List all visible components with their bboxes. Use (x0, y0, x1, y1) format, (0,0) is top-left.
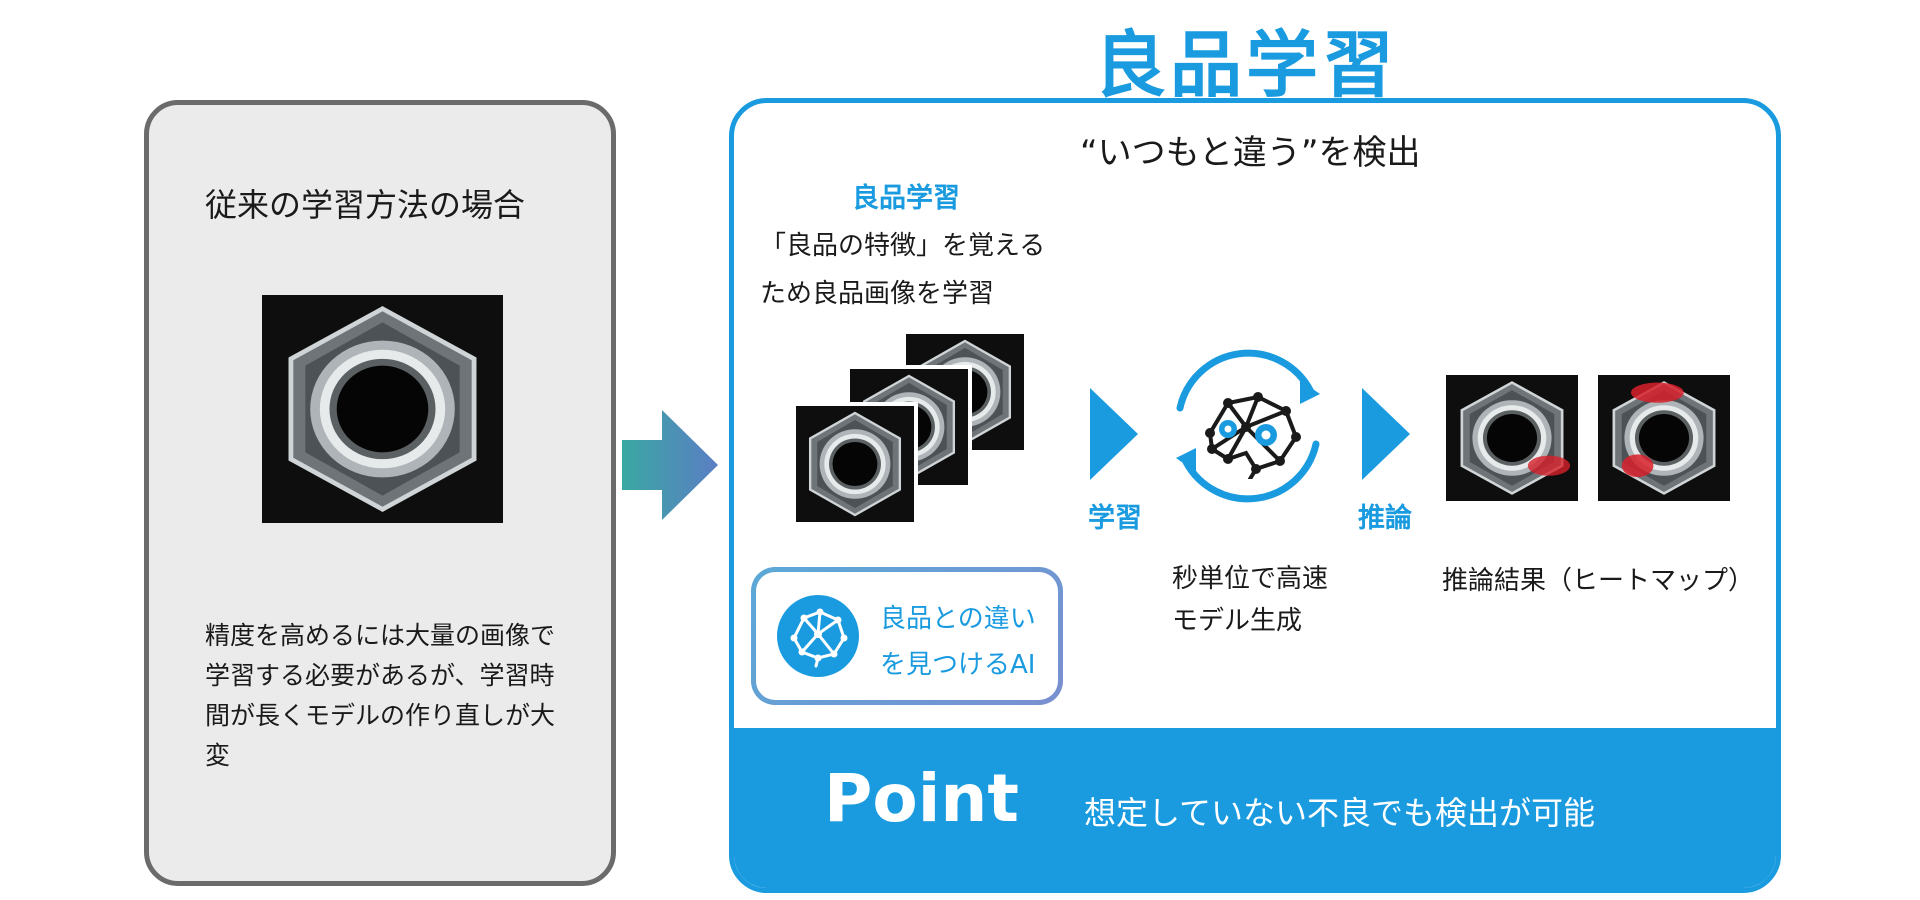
ai-badge-inner: 良品との違い を見つけるAI (756, 572, 1058, 700)
badge-line: を見つけるAI (880, 650, 1036, 680)
nut-image (262, 295, 503, 523)
detect-heading: “いつもと違う”を検出 (1080, 133, 1421, 173)
caption-line: 秒単位で高速 (1172, 564, 1329, 594)
inference-result-caption: 推論結果（ヒートマップ） (1442, 566, 1755, 596)
conventional-heading: 従来の学習方法の場合 (205, 186, 526, 224)
model-generation-caption: 秒単位で高速 モデル生成 (1172, 558, 1328, 642)
good-learning-subtitle: 良品学習 (852, 183, 960, 214)
main-title: 良品学習 (1093, 23, 1398, 107)
result-image-heatmap (1598, 375, 1730, 501)
ai-brain-icon (777, 595, 859, 677)
training-image (792, 402, 918, 526)
point-band: Point 想定していない不良でも検出が可能 (734, 728, 1776, 888)
step-learning-label: 学習 (1088, 503, 1142, 534)
step-inference-label: 推論 (1358, 503, 1412, 534)
conventional-description: 精度を高めるには大量の画像で学習する必要があるが、学習時間が長くモデルの作り直し… (205, 621, 556, 770)
ai-brain-icon (1205, 392, 1301, 479)
cycle-arrows-icon (1176, 349, 1320, 503)
chevron-right-icon (1090, 388, 1138, 480)
description-line: ため良品画像を学習 (760, 279, 995, 309)
ai-badge: 良品との違い を見つけるAI (751, 567, 1063, 705)
result-heatmap-overlay (1527, 455, 1571, 476)
caption-line: モデル生成 (1172, 606, 1303, 636)
description-line: 「良品の特徴」を覚える (760, 231, 1046, 261)
point-label: Point (824, 760, 1019, 837)
point-text: 想定していない不良でも検出が可能 (1084, 794, 1596, 832)
badge-line: 良品との違い (880, 604, 1036, 634)
chevron-right-icon (1362, 388, 1410, 480)
ai-badge-text: 良品との違い を見つけるAI (880, 596, 1036, 688)
good-learning-description: 「良品の特徴」を覚える ため良品画像を学習 (760, 222, 1045, 318)
arrow-right-icon (622, 410, 718, 520)
